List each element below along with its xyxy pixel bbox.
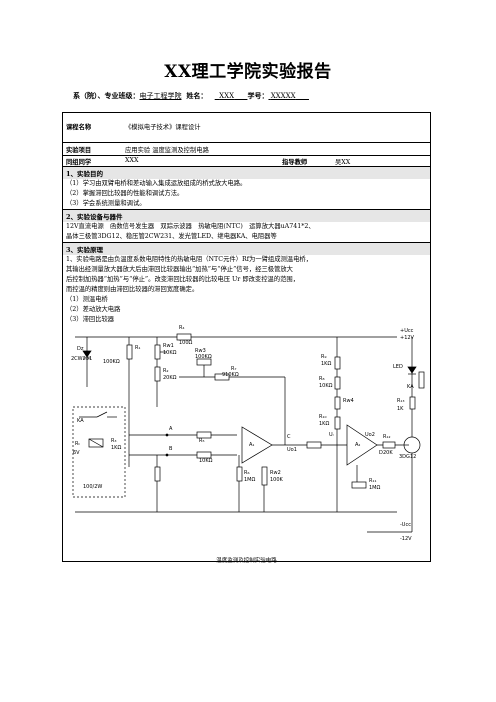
label-r13: R₁₃ [397,398,405,404]
label-uo1: Uo1 [287,447,297,453]
label-a2: A₂ [355,442,361,448]
purpose-line: （3）学会系统测量和调试。 [66,200,146,207]
label-rw3-value: 100KΩ [195,354,212,360]
report-table: 课程名称 《模拟电子技术》课程设计 实验项目 应用实验 温度监测及控制电路 同组… [62,112,431,564]
section-purpose-heading: 1、实验目的 [63,167,430,179]
label-ur: Uᵣ [329,432,334,438]
label-r5-value: 10KΩ [199,458,213,464]
label-rw4: Rw4 [343,398,354,404]
section-principle-body: 1、实验电路是由负温度系数电阻特性的热敏电阻（NTC元件）Rf为一臂组成测温电桥… [63,255,430,325]
label-6v: 6V [73,450,80,456]
label-ka: KA [77,418,84,424]
principle-line: 1、实验电路是由负温度系数电阻特性的热敏电阻（NTC元件）Rf为一臂组成测温电桥… [66,256,312,263]
id-value: XXXXX [270,92,296,100]
label-c: C [287,434,291,440]
label-r2: R₂ [163,368,169,374]
label-r10: R₁₀ [319,414,327,420]
label-r13-value: 1K [397,406,404,412]
label-r1-value: 100KΩ [103,359,120,365]
label-a: A [169,426,173,432]
dept-value: 电子工程学院 [139,92,182,100]
course-label: 课程名称 [66,124,92,131]
section-purpose-body: （1）学习由双臂电桥和差动输入集成运放组成的桥式放大电路。 （2）掌握滞回比较器… [63,179,430,209]
equipment-line: 晶体三极管3DG12、稳压管2CW231、发光管LED、继电器KA、电阻器等 [66,233,277,240]
label-ka-relay: KA [407,384,414,390]
teacher-label: 指导教师 [282,159,308,166]
section-principle: 3、实验原理 1、实验电路是由负温度系数电阻特性的热敏电阻（NTC元件）Rf为一… [63,243,430,564]
principle-line: （3）滞回比较器 [66,316,115,323]
label-vcc-minus: -Ucc [400,522,411,528]
section-equipment: 2、实验设备与器件 12V直流电源 函数信号发生器 双踪示波器 热敏电阻(NTC… [63,210,430,243]
label-transistor: 3DG12 [399,454,417,460]
label-rw2: Rw2 [270,470,281,476]
label-r2-value: 20KΩ [163,375,177,381]
label-r11-value: 1MΩ [369,485,381,491]
teacher-value: 吴XX [335,159,351,166]
label-dz: Dz [77,346,84,352]
label-r5: R₅ [199,438,205,444]
label-r6: R₆ [244,470,250,476]
label-dz-part: 2CW231 [71,356,93,362]
principle-line: 其输出经测量放大器放大后由滞回比较器输出“加热”与“停止”信号，经三极管放大 [66,266,293,273]
partner-row: 同组同学 XXX 指导教师 吴XX [63,156,430,167]
purpose-line: （2）掌握滞回比较器的性能和调试方法。 [66,190,184,197]
circuit-diagram: Dz 2CW231 R₄ 100Ω R₁ 100KΩ Rw1 10KΩ R₂ 2… [67,325,426,564]
label-r7-value: 910KΩ [222,372,239,378]
label-12v-plus: +12V [400,335,414,341]
label-rt-power: 100/2W [83,484,103,490]
principle-line: （2）差动放大电路 [66,306,121,313]
label-r8: R₈ [319,376,325,382]
partner-value: XXX [125,157,139,164]
section-purpose: 1、实验目的 （1）学习由双臂电桥和差动输入集成运放组成的桥式放大电路。 （2）… [63,167,430,210]
label-rw1-value: 10KΩ [163,350,177,356]
label-r3-value: 1KΩ [111,445,122,451]
label-a1: A₁ [249,442,255,448]
dept-label: 系（院）、专业班级： [73,91,140,100]
project-row: 实验项目 应用实验 温度监测及控制电路 [63,143,430,156]
id-label: 学号： [247,91,269,100]
label-rw3: Rw3 [195,348,206,354]
partner-label: 同组同学 [66,159,92,166]
name-value: XXX [219,92,235,100]
label-vcc-plus: +Ucc [400,328,414,334]
label-rt: Rₜ [75,441,80,447]
section-principle-heading: 3、实验原理 [63,243,430,255]
course-value: 《模拟电子技术》课程设计 [125,124,201,131]
course-row: 课程名称 《模拟电子技术》课程设计 [63,113,430,143]
section-equipment-heading: 2、实验设备与器件 [63,210,430,222]
principle-line: （1）测温电桥 [66,296,108,303]
circuit-caption: 温度监测及控制实验电路 [216,558,277,564]
name-label: 姓名： [186,91,208,100]
label-b: B [169,446,173,452]
label-uo2: Uo2 [365,432,375,438]
label-d: D [379,450,383,456]
label-rw2-value: 100K [270,477,283,483]
label-r8-value: 10KΩ [319,383,333,389]
section-equipment-body: 12V直流电源 函数信号发生器 双踪示波器 热敏电阻(NTC) 运算放大器uA7… [63,222,430,242]
label-r11: R₁₁ [369,478,377,484]
label-r4-value: 100Ω [179,340,193,346]
label-r9-value: 1KΩ [321,361,332,367]
circuit-schematic [72,333,425,533]
project-value: 应用实验 温度监测及控制电路 [125,147,209,154]
label-r7: R₇ [231,366,237,372]
student-info-line: 系（院）、专业班级：电子工程学院 姓名： XXX 学号： XXXXX [73,91,433,101]
label-r6-value: 1MΩ [244,477,256,483]
principle-line: 而控温的精度则由滞回比较器的滞回宽度确定。 [66,286,199,293]
purpose-line: （1）学习由双臂电桥和差动输入集成运放组成的桥式放大电路。 [66,180,247,187]
label-r10-value: 1KΩ [319,421,330,427]
label-r1: R₁ [135,345,141,351]
label-led: LED [393,364,403,370]
page-title: XX理工学院实验报告 [164,62,332,82]
label-r12-value: 20K [383,450,393,456]
label-r12: R₁₂ [383,434,391,440]
label-12v-minus: -12V [400,536,412,542]
label-r4: R₄ [179,325,185,331]
project-label: 实验项目 [66,147,92,154]
label-r3: R₃ [111,438,117,444]
label-r9: R₉ [321,354,327,360]
label-rw1: Rw1 [163,343,174,349]
equipment-line: 12V直流电源 函数信号发生器 双踪示波器 热敏电阻(NTC) 运算放大器uA7… [66,223,315,230]
principle-line: 后控制加热器“加热”与“停止”。改变滞回比较器的比较电压 Ur 即改变控温的范围… [66,276,299,283]
